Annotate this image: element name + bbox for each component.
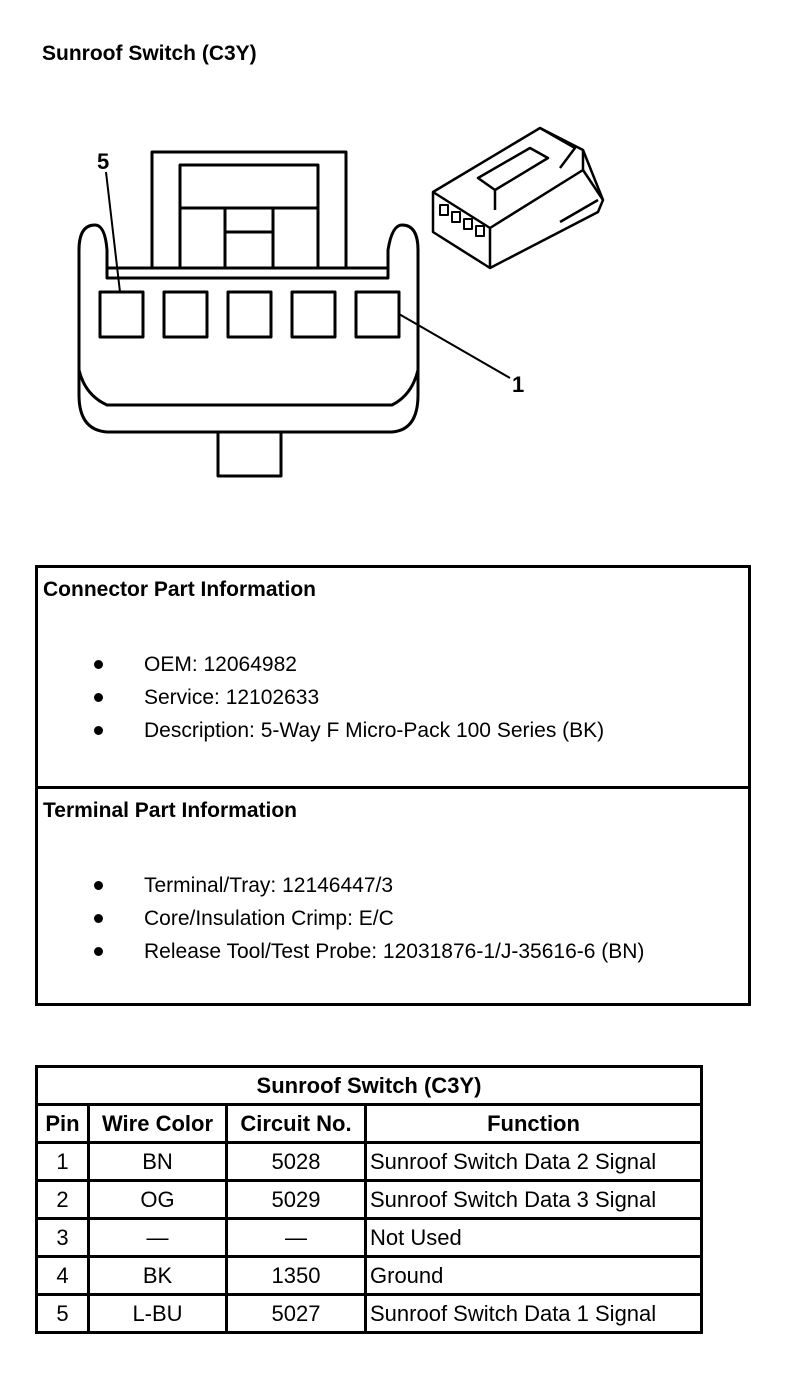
connector-info-heading: Connector Part Information: [43, 578, 317, 601]
circuit-cell: —: [225, 1217, 367, 1258]
connector-info-list: OEM: 12064982 Service: 12102633 Descript…: [38, 648, 604, 747]
circuit-cell: 5028: [225, 1141, 367, 1182]
wire-color-cell: OG: [87, 1179, 228, 1220]
list-item: Description: 5-Way F Micro-Pack 100 Seri…: [38, 714, 604, 747]
list-item: Terminal/Tray: 12146447/3: [38, 869, 644, 902]
connector-face-drawing: [77, 150, 420, 478]
circuit-cell: 1350: [225, 1255, 367, 1296]
pin-cell: 5: [35, 1293, 90, 1334]
pin-cell: 4: [35, 1255, 90, 1296]
column-header-circuit-no: Circuit No.: [225, 1103, 367, 1144]
wire-color-cell: BK: [87, 1255, 228, 1296]
table-row: 3 — — Not Used: [35, 1217, 703, 1258]
list-item-text: OEM: 12064982: [144, 653, 297, 676]
bullet-icon: [94, 947, 103, 956]
pin-table: Sunroof Switch (C3Y) Pin Wire Color Circ…: [35, 1065, 703, 1334]
column-header-function: Function: [364, 1103, 703, 1144]
table-header-row: Pin Wire Color Circuit No. Function: [35, 1103, 703, 1144]
table-row: 5 L-BU 5027 Sunroof Switch Data 1 Signal: [35, 1293, 703, 1334]
isometric-connector-drawing: [431, 126, 605, 270]
pin-cell: 1: [35, 1141, 90, 1182]
list-item-text: Service: 12102633: [144, 686, 320, 709]
terminal-part-info: Terminal Part Information Terminal/Tray:…: [38, 789, 748, 1003]
function-cell: Not Used: [364, 1217, 703, 1258]
connector-part-info: Connector Part Information OEM: 12064982…: [38, 568, 748, 789]
bullet-icon: [94, 726, 103, 735]
cavity-2: [290, 290, 337, 339]
wire-color-cell: —: [87, 1217, 228, 1258]
bullet-icon: [94, 914, 103, 923]
list-item-text: Core/Insulation Crimp: E/C: [144, 907, 394, 930]
bullet-icon: [94, 660, 103, 669]
terminal-info-heading: Terminal Part Information: [43, 799, 297, 822]
callout-label-1: 1: [512, 372, 524, 397]
list-item-text: Description: 5-Way F Micro-Pack 100 Seri…: [144, 719, 605, 742]
table-row: 4 BK 1350 Ground: [35, 1255, 703, 1296]
list-item: OEM: 12064982: [38, 648, 604, 681]
table-title: Sunroof Switch (C3Y): [35, 1065, 703, 1106]
list-item: Service: 12102633: [38, 681, 604, 714]
callout-label-5: 5: [97, 149, 109, 174]
pin-cell: 3: [35, 1217, 90, 1258]
cavity-5: [98, 290, 145, 339]
terminal-info-list: Terminal/Tray: 12146447/3 Core/Insulatio…: [38, 869, 644, 968]
cavity-4: [162, 290, 209, 339]
function-cell: Sunroof Switch Data 3 Signal: [364, 1179, 703, 1220]
list-item: Release Tool/Test Probe: 12031876-1/J-35…: [38, 935, 644, 968]
pin-cell: 2: [35, 1179, 90, 1220]
function-cell: Sunroof Switch Data 2 Signal: [364, 1141, 703, 1182]
circuit-cell: 5029: [225, 1179, 367, 1220]
cavity-1: [354, 290, 401, 339]
table-title-row: Sunroof Switch (C3Y): [35, 1065, 703, 1106]
function-cell: Sunroof Switch Data 1 Signal: [364, 1293, 703, 1334]
connector-diagram: 5 1: [77, 126, 605, 478]
callout-line-1: [398, 313, 511, 379]
function-cell: Ground: [364, 1255, 703, 1296]
cavity-3: [226, 290, 273, 339]
circuit-cell: 5027: [225, 1293, 367, 1334]
bullet-icon: [94, 881, 103, 890]
table-row: 2 OG 5029 Sunroof Switch Data 3 Signal: [35, 1179, 703, 1220]
column-header-pin: Pin: [35, 1103, 90, 1144]
part-info-box: Connector Part Information OEM: 12064982…: [35, 565, 751, 1006]
wire-color-cell: BN: [87, 1141, 228, 1182]
table-row: 1 BN 5028 Sunroof Switch Data 2 Signal: [35, 1141, 703, 1182]
cavity-group: [98, 290, 401, 339]
list-item-text: Terminal/Tray: 12146447/3: [144, 874, 394, 897]
page-title: Sunroof Switch (C3Y): [42, 42, 257, 65]
list-item-text: Release Tool/Test Probe: 12031876-1/J-35…: [144, 940, 645, 963]
callout-line-5: [105, 171, 121, 293]
list-item: Core/Insulation Crimp: E/C: [38, 902, 644, 935]
bullet-icon: [94, 693, 103, 702]
column-header-wire-color: Wire Color: [87, 1103, 228, 1144]
wire-color-cell: L-BU: [87, 1293, 228, 1334]
